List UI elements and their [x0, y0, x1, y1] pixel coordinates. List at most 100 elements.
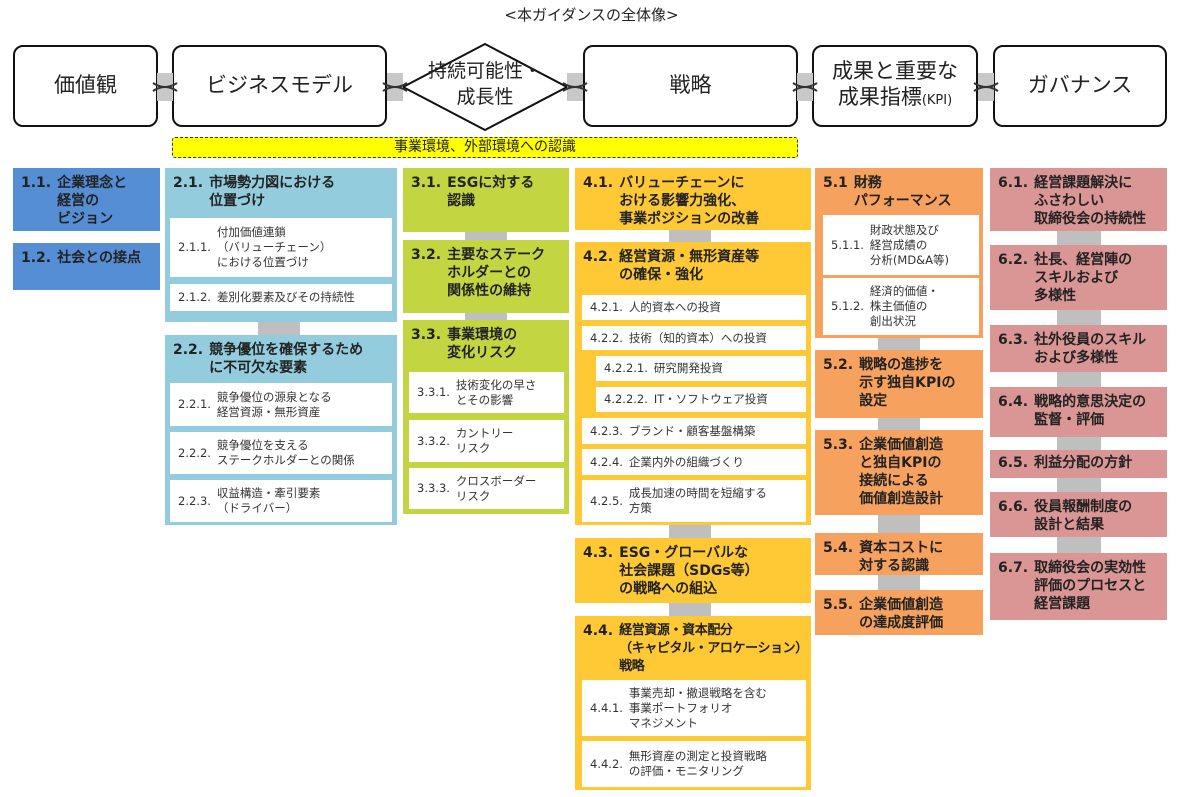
- item-4-1: 4.1.バリューチェーンに おける影響力強化、 事業ポジションの改善: [575, 168, 811, 230]
- diagram-title: <本ガイダンスの全体像>: [504, 6, 679, 24]
- item-text: 人的資本への投資: [628, 300, 721, 314]
- item-text: 企業理念と 経営の ビジョン: [57, 175, 128, 227]
- business-model-box: ビジネスモデル: [172, 45, 387, 127]
- item-2-1-1: 2.1.1.付加価値連鎖 （バリューチェーン） における位置づけ: [170, 218, 392, 277]
- item-text: 主要なステーク ホルダーとの 関係性の維持: [447, 247, 546, 299]
- item-text: 付加価値連鎖 （バリューチェーン） における位置づけ: [216, 225, 332, 269]
- item-6-7: 6.7. 取締役会の実効性 評価のプロセスと 経営課題: [990, 553, 1167, 620]
- item-text: 技術（知的資本）への投資: [628, 330, 767, 345]
- item-number: 6.7.: [998, 560, 1029, 576]
- connector: [465, 232, 507, 240]
- item-number: 2.1.: [173, 175, 204, 191]
- item-number: 3.3.3.: [417, 481, 450, 495]
- item-3-1: 3.1. ESGに対する 認識: [403, 168, 569, 232]
- item-2-2-3: 2.2.3.収益構造・牽引要素 （ドライバー）: [170, 480, 392, 522]
- item-1-1: 1.1.企業理念と 経営の ビジョン: [13, 168, 160, 231]
- item-number: 4.3.: [583, 545, 614, 561]
- strategy-box: 戦略: [583, 45, 798, 127]
- item-number: 5.2.: [823, 357, 854, 373]
- item-number: 5.1.1.: [831, 237, 864, 252]
- governance-box: ガバナンス: [993, 45, 1167, 127]
- item-6-4: 6.4. 戦略的意思決定の 監督・評価: [990, 387, 1167, 437]
- item-number: 4.4.: [583, 623, 614, 639]
- item-number: 4.2.3.: [590, 423, 623, 438]
- item-4-2-5: 4.2.5. 成長加速の時間を短縮する 方策: [582, 480, 806, 522]
- item-text: 競争優位を支える ステークホルダーとの関係: [216, 438, 355, 467]
- item-number: 4.2.5.: [590, 493, 623, 508]
- governance-label: ガバナンス: [1027, 73, 1133, 98]
- item-2-1-2: 2.1.2. 差別化要素及びその持続性: [170, 284, 392, 311]
- item-text: ESGに対する 認識: [447, 175, 535, 209]
- item-number: 3.1.: [411, 175, 442, 191]
- item-3-2: 3.2. 主要なステーク ホルダーとの 関係性の維持: [403, 240, 569, 313]
- item-text: 利益分配の方針: [1034, 455, 1133, 471]
- item-number: 3.3.2.: [417, 433, 450, 448]
- item-text: 差別化要素及びその持続性: [216, 290, 355, 304]
- item-4-4-1: 4.4.1. 事業売却・撤退戦略を含む 事業ポートフォリオ マネジメント: [582, 680, 806, 736]
- results-kpi-box: 成果と重要な 成果指標(KPI): [812, 45, 978, 127]
- item-text: 市場勢力図における 位置づけ: [209, 175, 336, 209]
- item-number: 6.2.: [998, 252, 1029, 268]
- item-text: ブランド・顧客基盤構築: [628, 423, 756, 438]
- item-6-5: 6.5. 利益分配の方針: [990, 450, 1167, 478]
- item-text: 戦略の進捗を 示す独自KPIの 設定: [859, 357, 956, 409]
- item-3-3-3: 3.3.3.クロスボーダー リスク: [409, 468, 564, 509]
- item-4-3: 4.3.ESG・グローバルな 社会課題（SDGs等） の戦略への組込: [575, 538, 811, 603]
- item-number: 3.3.: [411, 327, 442, 343]
- item-text: バリューチェーンに おける影響力強化、 事業ポジションの改善: [619, 175, 760, 227]
- sustainability-label: 持続可能性・ 成長性: [427, 60, 542, 108]
- item-number: 6.6.: [998, 499, 1029, 515]
- values-box: 価値観: [13, 45, 158, 127]
- item-4-4-2: 4.4.2. 無形資産の測定と投資戦略 の評価・モニタリング: [582, 741, 806, 787]
- item-number: 6.1.: [998, 175, 1029, 191]
- item-text: 事業売却・撤退戦略を含む 事業ポートフォリオ マネジメント: [628, 685, 767, 730]
- environment-banner: 事業環境、外部環境への認識: [172, 137, 798, 158]
- connector: [465, 313, 507, 320]
- item-number: 3.2.: [411, 247, 442, 263]
- item-4-2: 4.2.経営資源・無形資産等 の確保・強化: [575, 242, 811, 525]
- chain-link-icon: [152, 73, 178, 101]
- item-text: 成長加速の時間を短縮する 方策: [628, 486, 767, 515]
- item-text: 競争優位を確保するため に不可欠な要素: [209, 342, 364, 376]
- item-text: 経営資源・無形資産等 の確保・強化: [619, 249, 760, 283]
- item-5-3: 5.3.企業価値創造 と独自KPIの 接続による 価値創造設計: [815, 430, 983, 515]
- item-text: 財政状態及び 経営成績の 分析(MD&A等): [869, 222, 950, 267]
- item-number: 6.3.: [998, 332, 1029, 348]
- item-3-3-2: 3.3.2.カントリー リスク: [409, 420, 564, 462]
- connector: [669, 603, 711, 616]
- item-number: 2.2.1.: [178, 397, 211, 411]
- connector: [878, 575, 920, 590]
- item-text: 企業内外の組織づくり: [628, 454, 744, 469]
- chain-link-icon: [792, 73, 818, 101]
- item-number: 2.1.2.: [178, 290, 211, 304]
- item-text: 無形資産の測定と投資戦略 の評価・モニタリング: [628, 749, 767, 778]
- item-number: 2.2.2.: [178, 445, 211, 460]
- item-6-6: 6.6. 役員報酬制度の 設計と結果: [990, 492, 1167, 537]
- item-number: 4.2.2.1.: [604, 361, 648, 375]
- item-number: 4.2.2.: [590, 330, 623, 345]
- item-number: 5.1.2.: [831, 299, 864, 313]
- item-text: 社長、経営陣の スキルおよび 多様性: [1034, 252, 1133, 304]
- item-number: 6.5.: [998, 455, 1029, 471]
- item-5-4: 5.4. 資本コストに 対する認識: [815, 533, 983, 575]
- chain-link-icon: [973, 73, 999, 101]
- item-5-1-2: 5.1.2.経済的価値・ 株主価値の 創出状況: [823, 278, 979, 335]
- item-6-2: 6.2. 社長、経営陣の スキルおよび 多様性: [990, 245, 1167, 310]
- item-text: 社外役員のスキル および多様性: [1034, 332, 1147, 366]
- item-2-2-2: 2.2.2. 競争優位を支える ステークホルダーとの関係: [170, 432, 392, 474]
- item-text: 資本コストに 対する認識: [859, 540, 944, 574]
- item-number: 5.3.: [823, 437, 854, 453]
- item-text: 取締役会の実効性 評価のプロセスと 経営課題: [1034, 560, 1147, 612]
- item-text: 役員報酬制度の 設計と結果: [1034, 499, 1133, 533]
- item-number: 6.4.: [998, 394, 1029, 410]
- sustainability-diamond: [400, 42, 570, 132]
- item-number: 4.4.1.: [590, 700, 623, 715]
- item-number: 4.4.2.: [590, 756, 623, 771]
- item-text: 戦略的意思決定の 監督・評価: [1034, 394, 1147, 428]
- item-number: 5.1: [823, 175, 848, 191]
- item-text: 企業価値創造 の達成度評価: [859, 597, 944, 631]
- connector: [669, 525, 711, 538]
- item-number: 5.4.: [823, 540, 854, 556]
- item-4-2-3: 4.2.3. ブランド・顧客基盤構築: [582, 418, 806, 444]
- item-text: 競争優位の源泉となる 経営資源・無形資産: [216, 389, 332, 419]
